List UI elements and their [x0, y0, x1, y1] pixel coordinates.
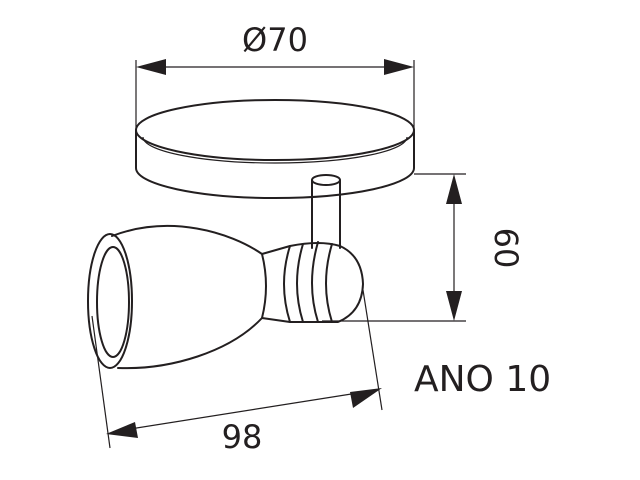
stem [311, 174, 341, 249]
dimension-diameter [135, 59, 415, 128]
swivel-joint [261, 241, 364, 323]
dimension-length [91, 289, 383, 449]
mounting-plate [135, 99, 415, 199]
dimension-height [322, 173, 466, 322]
diameter-label: Ø70 [242, 21, 308, 59]
model-name: ANO 10 [414, 359, 551, 400]
length-label: 98 [222, 418, 263, 456]
height-label: 60 [487, 228, 525, 269]
lamp-shade [87, 225, 267, 370]
